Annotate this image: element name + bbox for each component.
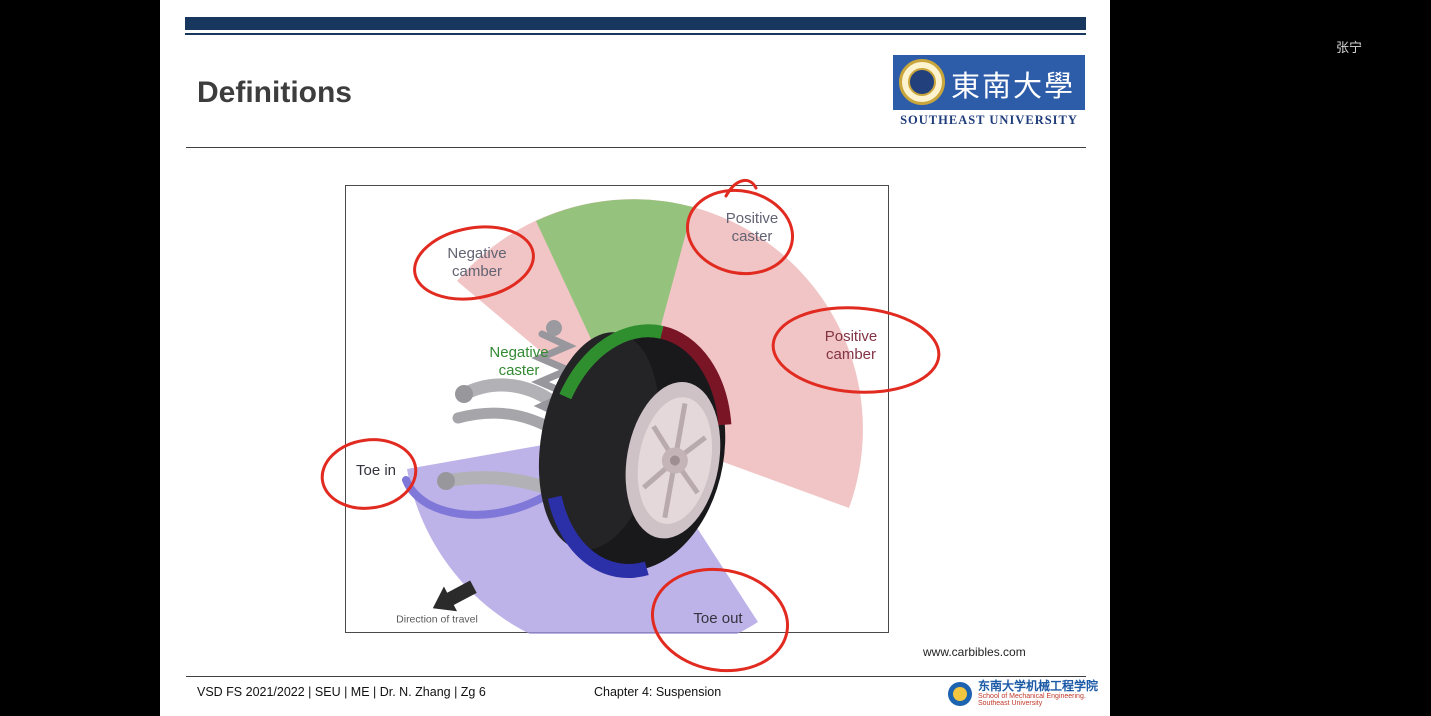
- footer-divider: [186, 676, 1086, 677]
- viewer-name: 张宁: [1336, 40, 1363, 55]
- title-divider: [186, 147, 1086, 148]
- circle-positive-camber: [771, 306, 941, 394]
- page-title: Definitions: [197, 76, 352, 109]
- footer-school-logo: 东南大学机械工程学院 School of Mechanical Engineer…: [948, 680, 1098, 707]
- seu-logo-chinese: 東南大學: [951, 71, 1076, 103]
- seu-logo: 東南大學: [893, 55, 1085, 110]
- red-annotations: [320, 179, 941, 673]
- wheel-alignment-diagram: Negative camber Positive caster Negative…: [320, 179, 941, 673]
- slide-top-bar: [185, 17, 1086, 30]
- seu-seal-icon: [899, 59, 945, 105]
- school-emblem-icon: [948, 681, 972, 706]
- pen-stroke-tail: [724, 179, 758, 198]
- circle-toe-out: [650, 567, 790, 673]
- tire: [538, 324, 732, 578]
- diagram-art: [320, 179, 941, 673]
- tie-rod: [402, 476, 568, 519]
- circle-positive-caster: [685, 188, 795, 276]
- label-positive-caster: Positive caster: [725, 210, 779, 245]
- label-positive-camber: Positive camber: [824, 328, 878, 363]
- school-name-english-1: School of Mechanical Engineering.: [978, 692, 1086, 700]
- label-negative-camber: Negative camber: [447, 245, 507, 280]
- image-credit: www.carbibles.com: [923, 645, 1026, 659]
- caster-fan: [536, 199, 693, 429]
- slide-top-bar-underline: [185, 33, 1086, 35]
- label-toe-out: Toe out: [693, 610, 743, 627]
- label-negative-caster: Negative caster: [489, 344, 549, 379]
- footer-course-info: VSD FS 2021/2022 | SEU | ME | Dr. N. Zha…: [197, 685, 486, 699]
- label-toe-in: Toe in: [355, 462, 397, 479]
- label-direction-of-travel: Direction of travel: [396, 613, 478, 626]
- school-name-english-2: Southeast University: [978, 699, 1043, 707]
- direction-arrow-icon: [432, 580, 477, 612]
- diagram-shapes: [402, 199, 863, 634]
- seu-logo-english: SOUTHEAST UNIVERSITY: [900, 113, 1078, 127]
- school-name-chinese: 东南大学机械工程学院: [978, 679, 1099, 693]
- circle-negative-camber: [413, 225, 535, 301]
- footer-chapter: Chapter 4: Suspension: [594, 685, 722, 699]
- school-name-block: 东南大学机械工程学院 School of Mechanical Engineer…: [978, 680, 1098, 707]
- circle-toe-in: [320, 438, 418, 510]
- slide: Definitions 東南大學 SOUTHEAST UNIVERSITY: [160, 0, 1110, 716]
